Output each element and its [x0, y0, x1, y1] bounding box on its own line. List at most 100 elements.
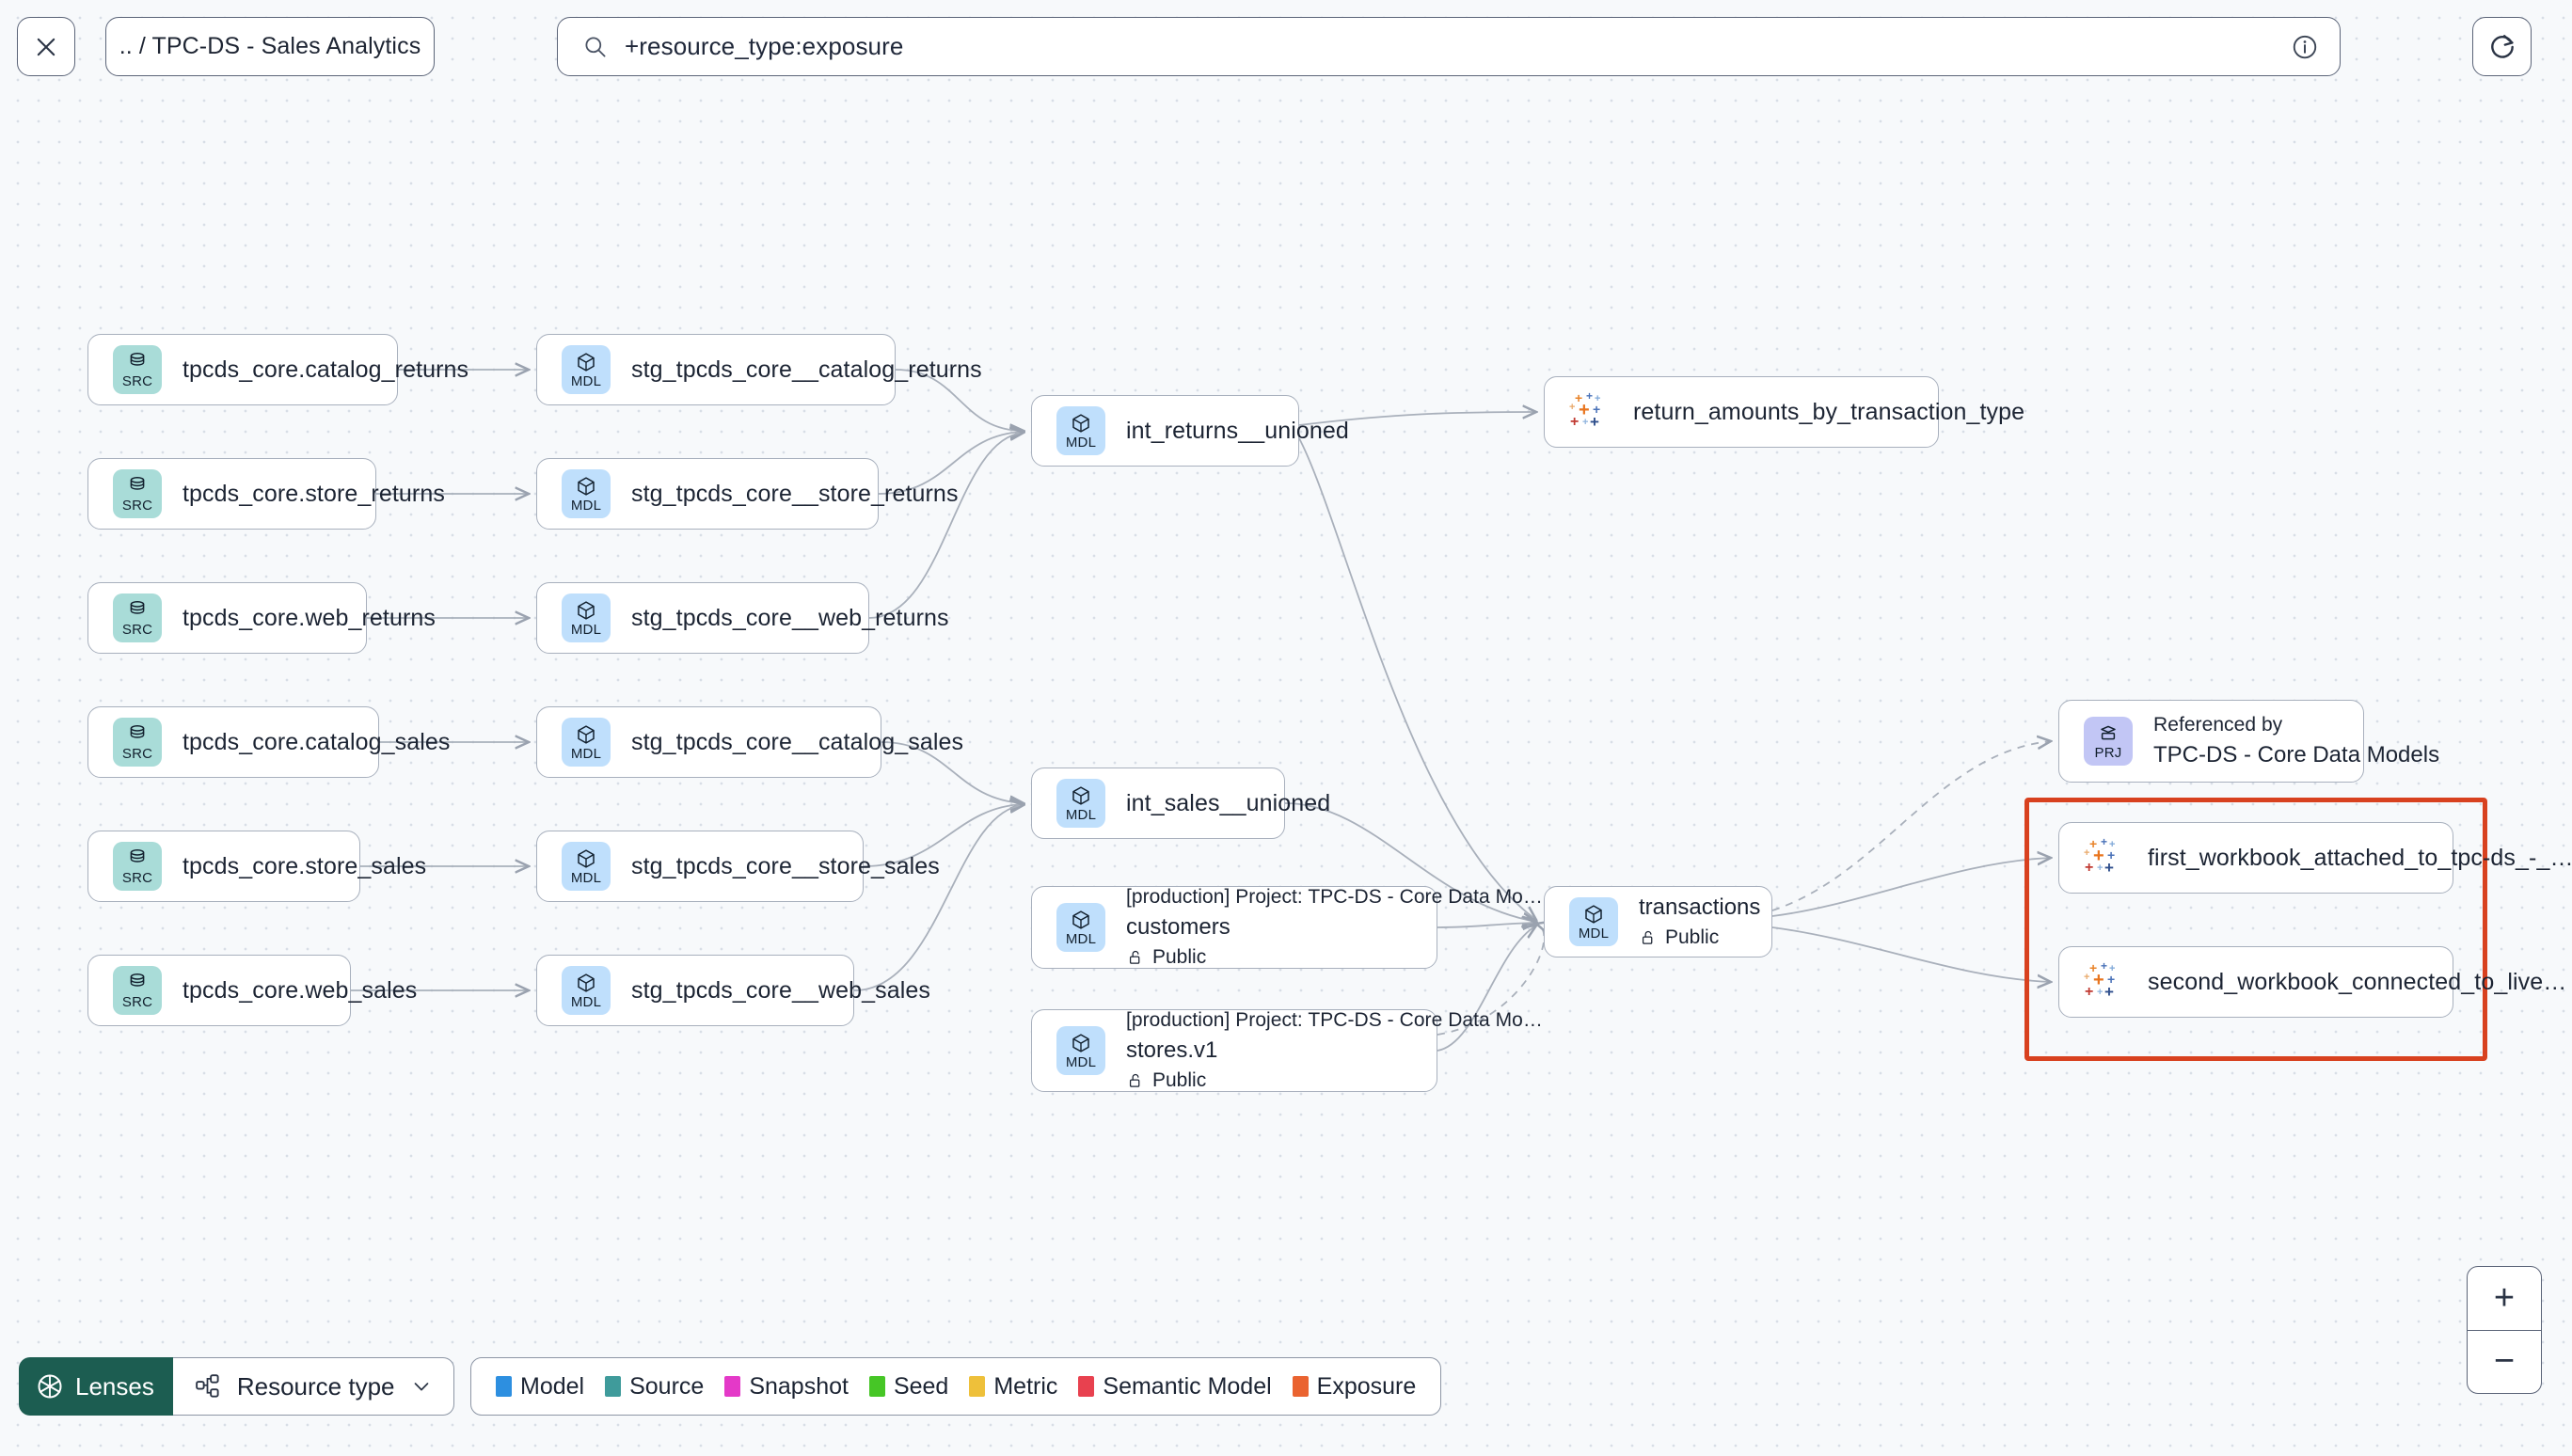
node-title: tpcds_core.store_returns [183, 480, 445, 507]
node-access: Public [1639, 926, 1747, 949]
unlock-icon [1129, 950, 1140, 964]
legend-label: Seed [893, 1372, 949, 1400]
node-type-label: SRC [121, 994, 153, 1010]
graph-node-return_amounts[interactable]: +++++++++return_amounts_by_transaction_t… [1544, 376, 2024, 448]
resource-type-label: Resource type [236, 1371, 395, 1401]
node-access-label: Public [1152, 946, 1207, 968]
node-type-badge-src: SRC [113, 469, 162, 518]
node-type-badge-mdl: MDL [1056, 903, 1105, 952]
lenses-button[interactable]: Lenses [19, 1357, 173, 1416]
graph-node-first_workbook[interactable]: +++++++++first_workbook_attached_to_tpc-… [2058, 822, 2572, 894]
legend-item-source[interactable]: Source [605, 1373, 704, 1401]
database-icon [130, 725, 145, 738]
zoom-controls: + − [2467, 1266, 2542, 1394]
graph-node-stg_web_sales[interactable]: MDL stg_tpcds_core__web_sales [536, 955, 930, 1026]
legend-item-seed[interactable]: Seed [868, 1372, 949, 1401]
search-input[interactable]: +resource_type:exposure [557, 17, 2341, 76]
node-type-badge-mdl: MDL [562, 718, 611, 767]
legend-label: Source [629, 1372, 705, 1400]
graph-node-int_sales_unioned[interactable]: MDL int_sales__unioned [1031, 768, 1330, 839]
graph-node-stg_web_returns[interactable]: MDL stg_tpcds_core__web_returns [536, 582, 949, 654]
legend-item-metric[interactable]: Metric [969, 1373, 1057, 1401]
node-type-badge-src: SRC [113, 593, 162, 642]
project-stack-icon [2101, 725, 2116, 740]
refresh-button[interactable] [2472, 17, 2532, 76]
graph-node-customers[interactable]: MDL [production] Project: TPC-DS - Core … [1031, 886, 1543, 969]
cube-icon [578, 725, 595, 744]
graph-node-src_store_sales[interactable]: SRC tpcds_core.store_sales [87, 831, 426, 902]
graph-node-stg_catalog_returns[interactable]: MDL stg_tpcds_core__catalog_returns [536, 334, 982, 405]
node-type-badge-src: SRC [113, 718, 162, 767]
graph-node-src_catalog_sales[interactable]: SRC tpcds_core.catalog_sales [87, 706, 450, 778]
legend-item-exposure[interactable]: Exposure [1292, 1372, 1417, 1401]
node-title: transactions [1639, 894, 1761, 920]
close-button[interactable] [17, 17, 75, 76]
graph-node-stores_v1[interactable]: MDL [production] Project: TPC-DS - Core … [1031, 1009, 1543, 1092]
node-access-label: Public [1665, 926, 1720, 948]
graph-node-ref_by_project[interactable]: PRJ Referenced by TPC-DS - Core Data Mod… [2058, 700, 2440, 783]
node-title: int_returns__unioned [1126, 417, 1349, 444]
graph-node-stg_store_sales[interactable]: MDL stg_tpcds_core__store_sales [536, 831, 940, 902]
graph-node-src_catalog_returns[interactable]: SRC tpcds_core.catalog_returns [87, 334, 468, 405]
graph-node-src_store_returns[interactable]: SRC tpcds_core.store_returns [87, 458, 445, 530]
node-type-label: SRC [121, 746, 153, 762]
node-type-label: SRC [121, 870, 153, 886]
legend-label: Snapshot [749, 1372, 849, 1400]
node-access: Public [1126, 1069, 1412, 1092]
tableau-workbook-icon: +++++++++ [2084, 835, 2116, 877]
node-type-badge-mdl: MDL [1569, 897, 1618, 946]
legend-label: Model [520, 1372, 585, 1400]
node-body: [production] Project: TPC-DS - Core Data… [1126, 886, 1543, 969]
node-type-label: MDL [1065, 1054, 1097, 1070]
legend-item-model[interactable]: Model [496, 1373, 584, 1401]
node-type-badge-src: SRC [113, 966, 162, 1015]
breadcrumb[interactable]: .. / TPC-DS - Sales Analytics [105, 17, 435, 76]
graph-node-int_returns_unioned[interactable]: MDL int_returns__unioned [1031, 395, 1349, 467]
node-title: stg_tpcds_core__catalog_sales [631, 728, 964, 755]
node-title: tpcds_core.catalog_sales [183, 728, 451, 755]
resource-type-dropdown[interactable]: Resource type [172, 1357, 454, 1416]
legend-label: Exposure [1316, 1372, 1417, 1400]
close-icon [37, 38, 56, 55]
graph-node-second_workbook[interactable]: +++++++++second_workbook_connected_to_li… [2058, 946, 2566, 1018]
cube-icon [1072, 786, 1089, 805]
node-body: [production] Project: TPC-DS - Core Data… [1126, 1009, 1543, 1092]
node-type-label: MDL [570, 622, 602, 638]
lenses-bar: Lenses Resource type [19, 1357, 454, 1416]
node-type-label: SRC [121, 622, 153, 638]
graph-node-transactions[interactable]: MDL transactions Public [1544, 886, 1772, 957]
zoom-out-label: − [2493, 1341, 2516, 1382]
graph-node-src_web_returns[interactable]: SRC tpcds_core.web_returns [87, 582, 436, 654]
node-type-label: MDL [570, 746, 602, 762]
node-title: TPC-DS - Core Data Models [2153, 742, 2440, 768]
node-title: tpcds_core.web_returns [183, 604, 437, 631]
node-project-subtitle: [production] Project: TPC-DS - Core Data… [1126, 1009, 1543, 1031]
search-query-text: +resource_type:exposure [625, 32, 904, 60]
node-title: stg_tpcds_core__catalog_returns [631, 356, 982, 383]
node-title: stg_tpcds_core__store_sales [631, 852, 940, 879]
cube-icon [578, 973, 595, 992]
legend-label: Metric [993, 1372, 1058, 1400]
info-icon[interactable] [2291, 33, 2319, 61]
node-type-badge-mdl: MDL [1056, 779, 1105, 828]
unlock-icon [1642, 930, 1653, 944]
breadcrumb-label: .. / TPC-DS - Sales Analytics [119, 33, 421, 59]
node-body: Referenced by TPC-DS - Core Data Models [2153, 714, 2440, 768]
node-type-label: SRC [121, 498, 153, 514]
graph-node-stg_catalog_sales[interactable]: MDL stg_tpcds_core__catalog_sales [536, 706, 963, 778]
cube-icon [578, 477, 595, 496]
node-referenced-by-label: Referenced by [2153, 714, 2283, 736]
zoom-out-button[interactable]: − [2468, 1331, 2541, 1394]
legend-item-semantic-model[interactable]: Semantic Model [1078, 1373, 1272, 1401]
node-title: tpcds_core.catalog_returns [183, 356, 469, 383]
node-type-label: MDL [1578, 926, 1610, 942]
refresh-icon [2490, 34, 2514, 58]
zoom-in-label: + [2493, 1277, 2516, 1318]
graph-node-stg_store_returns[interactable]: MDL stg_tpcds_core__store_returns [536, 458, 958, 530]
zoom-in-button[interactable]: + [2468, 1267, 2541, 1331]
node-type-label: MDL [570, 994, 602, 1010]
graph-node-src_web_sales[interactable]: SRC tpcds_core.web_sales [87, 955, 417, 1026]
legend-item-snapshot[interactable]: Snapshot [724, 1373, 849, 1401]
cube-icon [1072, 910, 1089, 929]
node-title: stores.v1 [1126, 1037, 1218, 1063]
